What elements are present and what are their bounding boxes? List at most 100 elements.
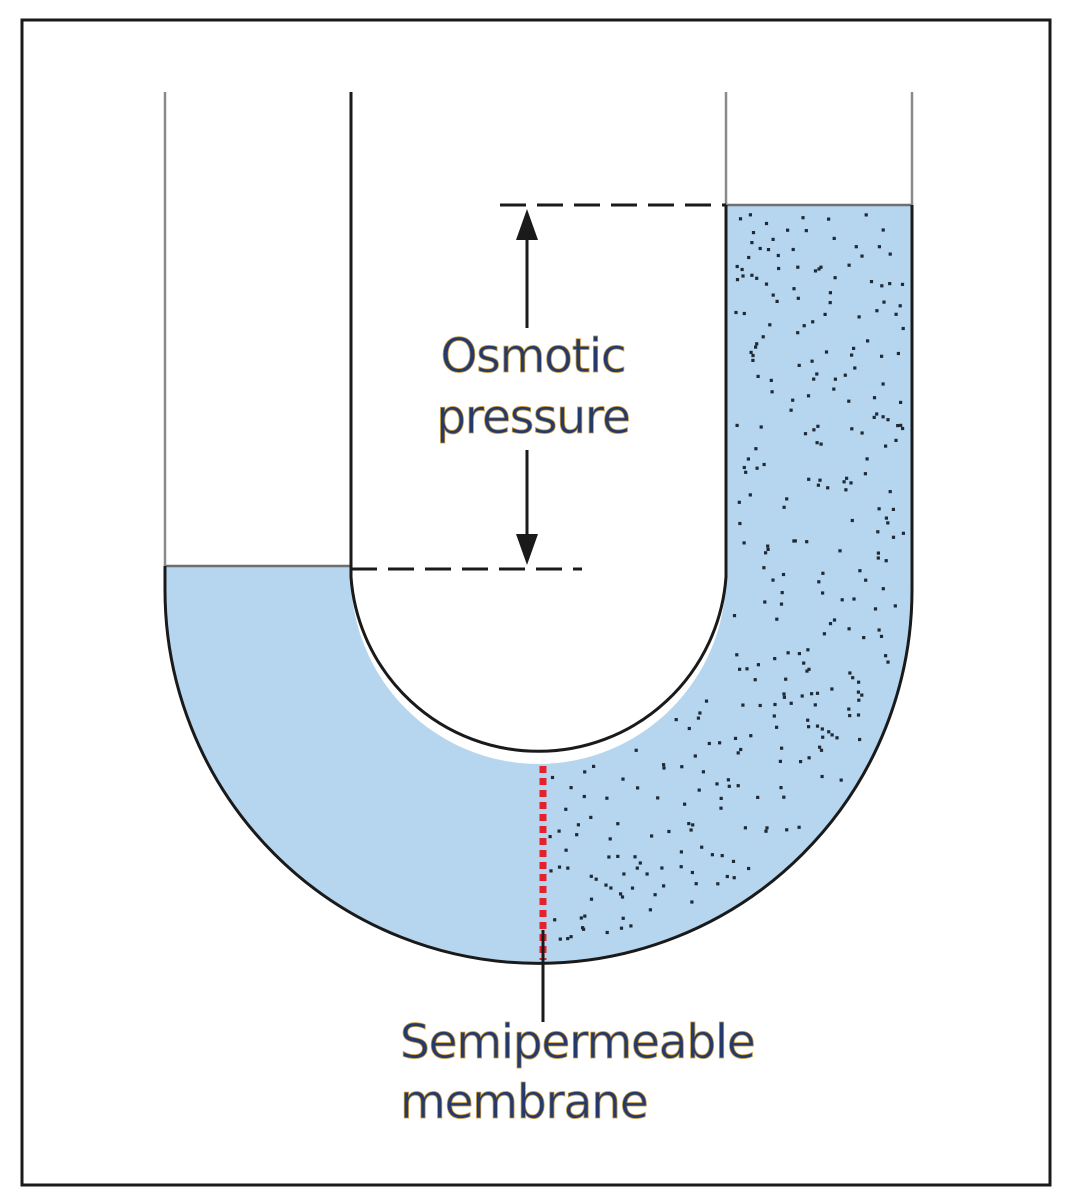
solute-particle <box>824 350 829 354</box>
solute-particle <box>843 373 847 377</box>
solute-particle <box>634 748 638 752</box>
solute-particle <box>594 877 598 881</box>
solute-particle <box>881 382 885 386</box>
solute-particle <box>847 399 851 403</box>
solute-particle <box>854 245 858 249</box>
solute-particle <box>735 653 739 657</box>
solute-particle <box>823 312 827 316</box>
solute-particle <box>888 490 892 494</box>
solute-particle <box>741 703 745 707</box>
solute-particle <box>805 669 809 673</box>
solute-particle <box>564 807 568 811</box>
solute-particle <box>857 698 861 702</box>
solute-particle <box>765 826 769 830</box>
solute-particle <box>811 320 815 324</box>
solute-particle <box>633 855 637 859</box>
solute-particle <box>850 427 854 431</box>
solute-particle <box>816 424 820 428</box>
solute-particle <box>740 267 744 272</box>
solute-particle <box>857 680 861 684</box>
solute-particle <box>815 691 820 695</box>
solute-particle <box>616 854 620 858</box>
solute-particle <box>791 247 795 252</box>
solute-particle <box>827 730 831 734</box>
solute-particle <box>805 540 809 544</box>
membrane-label-line1: Semipermeable <box>400 1015 755 1070</box>
solute-particle <box>732 876 736 880</box>
solute-particle <box>583 914 587 918</box>
solute-particle <box>806 718 810 722</box>
solute-particle <box>778 759 782 763</box>
solute-particle <box>607 855 611 859</box>
solute-particle <box>648 908 652 912</box>
solute-particle <box>862 636 866 640</box>
solute-particle <box>876 530 880 534</box>
solute-particle <box>589 897 594 901</box>
solute-particle <box>550 775 555 780</box>
solute-particle <box>822 632 826 636</box>
solute-particle <box>716 882 720 886</box>
solute-particle <box>638 861 642 865</box>
solute-particle <box>690 900 694 904</box>
solute-particle <box>865 457 869 461</box>
solute-particle <box>901 426 905 431</box>
solute-particle <box>630 886 635 890</box>
solute-particle <box>687 726 691 731</box>
solute-particle <box>645 872 649 876</box>
solute-particle <box>826 486 830 490</box>
arrowhead-down-icon <box>516 534 538 565</box>
solute-particle <box>589 874 593 878</box>
solute-particle <box>756 663 760 667</box>
solute-particle <box>810 359 814 363</box>
solute-particle <box>852 346 856 350</box>
solute-particle <box>819 748 824 752</box>
solute-particle <box>738 521 742 526</box>
solute-particle <box>815 724 820 728</box>
osmotic-pressure-label-line2: pressure <box>436 390 629 445</box>
solute-particle <box>782 695 786 699</box>
solute-particle <box>877 628 881 632</box>
solute-particle <box>807 725 811 729</box>
solute-particle <box>812 377 816 381</box>
solute-particle <box>891 535 896 539</box>
solute-particle <box>756 795 760 799</box>
solute-particles <box>548 213 905 941</box>
solute-particle <box>850 518 854 523</box>
solute-particle <box>674 718 678 722</box>
solute-particle <box>653 893 657 897</box>
solute-particle <box>782 795 786 799</box>
solute-particle <box>848 671 852 675</box>
solute-particle <box>698 711 702 715</box>
solute-particle <box>735 264 739 269</box>
solute-particle <box>683 802 687 806</box>
solute-particle <box>842 480 846 484</box>
solute-particle <box>764 282 769 286</box>
solute-particle <box>821 735 825 739</box>
solute-particle <box>689 828 693 832</box>
arrowhead-up-icon <box>516 209 538 240</box>
solute-particle <box>731 859 736 863</box>
solute-particle <box>784 677 788 681</box>
solute-particle <box>744 470 748 474</box>
solute-particle <box>605 796 609 800</box>
solute-particle <box>845 476 849 480</box>
solute-particle <box>736 784 740 788</box>
solute-particle <box>888 282 892 286</box>
solute-particle <box>770 390 774 394</box>
solute-particle <box>700 845 704 849</box>
solute-particle <box>877 507 881 511</box>
solute-particle <box>821 571 825 575</box>
solute-particle <box>743 826 747 830</box>
solute-particle <box>742 465 746 470</box>
solute-particle <box>833 276 837 280</box>
solute-particle <box>800 694 804 698</box>
solute-particle <box>888 252 892 256</box>
solute-particle <box>751 358 755 362</box>
solute-particle <box>569 935 573 939</box>
solute-particle <box>802 324 806 328</box>
solute-particle <box>549 869 553 873</box>
solute-particle <box>835 736 839 740</box>
solute-particle <box>771 237 775 241</box>
solute-particle <box>877 245 881 249</box>
solute-particle <box>576 823 580 827</box>
